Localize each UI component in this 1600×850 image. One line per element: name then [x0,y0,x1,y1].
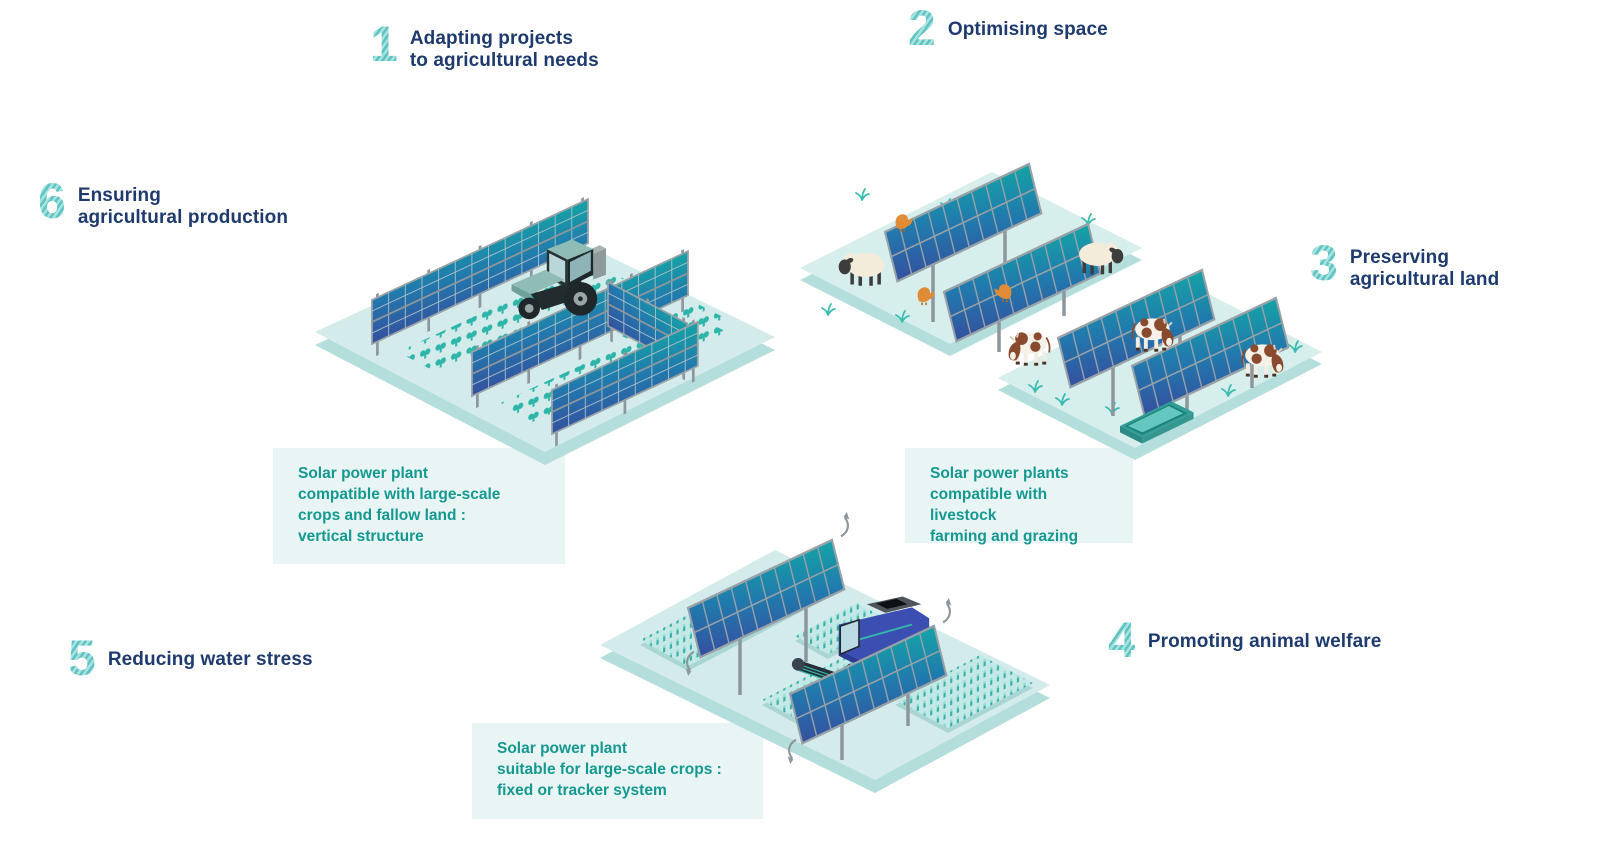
benefit-2-label: Optimising space [947,19,1108,40]
platform [315,238,775,465]
cow-icon [1241,343,1285,379]
chicken-icon [993,283,1013,303]
benefit-6-number: 6 [38,173,66,229]
solar-panel-fence-icon [370,193,590,360]
rotation-arrow-icon [784,738,802,766]
benefit-2: 2 Optimising space [908,0,1108,56]
rotation-arrow-icon [682,650,700,678]
platform [800,184,1142,356]
crop-field [398,262,630,372]
tractor-icon [511,239,606,320]
benefit-6: 6 Ensuring agricultural production [38,173,289,229]
chicken-icon [894,213,914,233]
solar-array-icon [788,624,948,745]
benefit-5: 5 Reducing water stress [68,630,313,686]
crop-field [622,302,725,352]
solar-array-icon [883,162,1043,283]
grass-icon [821,188,1303,415]
harvester-icon [791,596,930,684]
solar-panel-fence-icon [606,276,689,384]
benefit-1-label: Adapting projects to agricultural needs [409,28,599,72]
platform [998,294,1322,460]
benefit-4: 4 Promoting animal welfare [1108,612,1382,668]
rotation-arrow-icon [937,596,955,624]
benefit-1-number: 1 [370,16,398,72]
chicken-icon [916,286,936,306]
solar-array-icon [686,538,846,659]
sheep-icon [836,250,887,288]
solar-panel-fence-icon [550,316,700,450]
water-trough-icon [1120,401,1194,444]
rotation-arrow-icon [835,510,853,538]
benefit-5-label: Reducing water stress [107,649,313,670]
solar-array-icon [1056,268,1216,389]
benefit-1: 1 Adapting projects to agricultural need… [370,16,599,72]
solar-panel-fence-icon [470,245,690,412]
benefit-3: 3 Preserving agricultural land [1310,235,1500,291]
caption-vertical-structure: Solar power plant compatible with large-… [273,448,565,564]
platform [800,172,1142,344]
benefit-5-number: 5 [68,630,96,686]
crop-field [498,314,727,422]
caption-tracker: Solar power plant suitable for large-sca… [472,723,763,819]
sheep-icon [1077,240,1125,277]
benefit-4-number: 4 [1108,612,1136,668]
illustration-livestock [800,162,1322,460]
platform [315,225,775,452]
benefit-6-label: Ensuring agricultural production [77,185,289,229]
illustration-vertical-structure [315,193,775,465]
crop-field [640,570,1033,733]
cow-icon [1007,331,1051,367]
solar-array-icon [1130,296,1290,417]
benefit-4-label: Promoting animal welfare [1147,631,1382,652]
caption-livestock: Solar power plants compatible with lives… [905,448,1133,545]
benefit-3-number: 3 [1310,235,1338,291]
cow-icon [1131,317,1175,353]
benefit-3-label: Preserving agricultural land [1349,247,1500,291]
benefit-2-number: 2 [908,0,936,56]
solar-array-icon [942,222,1102,343]
platform [998,282,1322,448]
